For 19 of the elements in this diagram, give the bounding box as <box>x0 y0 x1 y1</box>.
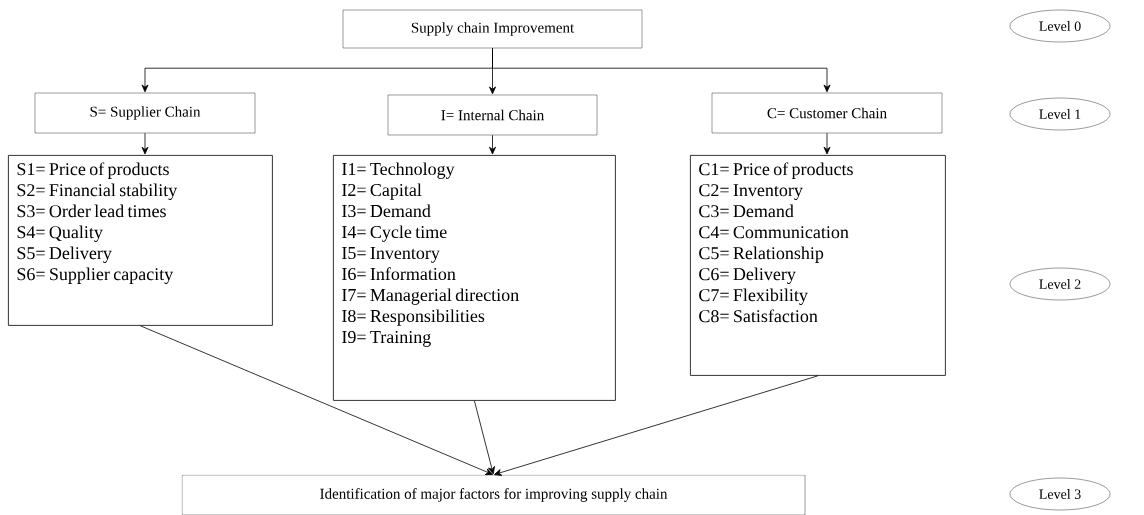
process-box: I= Internal Chain <box>387 94 598 136</box>
factor-list-box: C1= Price of products C2= Inventory C3= Demand C4= Communication C5= Relationship C6= Delivery C7= Flexibility C8= Satisfaction <box>690 155 946 376</box>
factor-list-box: S1= Price of products S2= Financial stability S3= Order lead times S4= Quality S5= Delivery S6= Supplier capacity <box>8 155 273 326</box>
level-oval: Level 1 <box>1009 97 1111 131</box>
process-box: C= Customer Chain <box>711 92 943 134</box>
level-oval: Level 3 <box>1009 477 1111 511</box>
process-box: S= Supplier Chain <box>34 92 256 134</box>
arrow <box>140 325 493 475</box>
level-oval: Level 0 <box>1009 9 1111 43</box>
arrow <box>141 132 149 155</box>
arrow <box>823 132 831 155</box>
process-box: Supply chain Improvement <box>342 9 643 49</box>
factor-list-box: I1= Technology I2= Capital I3= Demand I4= Cycle time I5= Inventory I6= Information I7= Managerial direction I8= Responsibilities I9= Training <box>333 155 616 401</box>
arrow <box>492 47 831 93</box>
arrow <box>494 375 819 476</box>
arrow <box>489 134 496 155</box>
process-box: Identification of major factors for improving supply chain <box>181 474 806 515</box>
arrow <box>474 400 495 475</box>
level-oval: Level 2 <box>1009 267 1111 301</box>
